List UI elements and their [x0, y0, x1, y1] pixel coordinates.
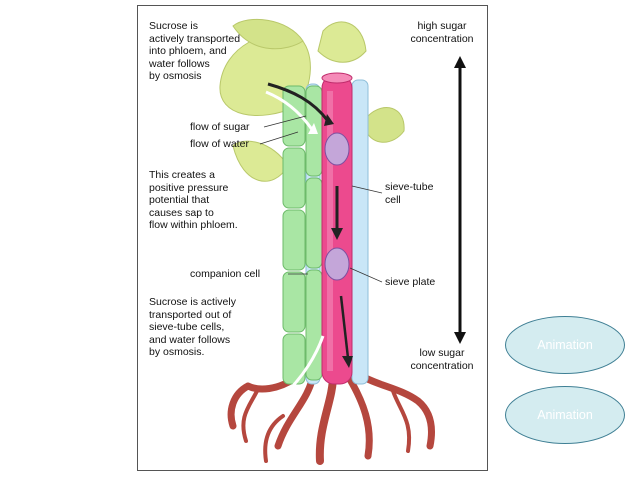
leader-lines [259, 115, 383, 283]
concentration-arrow [454, 56, 466, 344]
label-sucrose-in: Sucrose is actively transported into phl… [149, 20, 241, 82]
label-companion-cell: companion cell [190, 268, 261, 280]
roots [227, 370, 435, 465]
leaf [232, 18, 304, 50]
leaf [365, 107, 405, 143]
animation-button-2[interactable]: Animation [505, 386, 625, 444]
label-high-sugar: high sugar concentration [410, 20, 474, 45]
sieve-plates [324, 132, 350, 281]
companion-cells-left [282, 85, 306, 385]
label-sieve-plate: sieve plate [385, 276, 436, 288]
animation-button-label: Animation [537, 338, 593, 352]
animation-button-label: Animation [537, 408, 593, 422]
flow-arrows [265, 82, 353, 400]
phloem-illustration [219, 18, 466, 465]
label-flow-sugar: flow of sugar [190, 121, 250, 133]
label-flow-water: flow of water [190, 138, 249, 150]
label-sucrose-out: Sucrose is actively transported out of s… [149, 296, 236, 358]
animation-button-1[interactable]: Animation [505, 316, 625, 374]
label-pressure-potential: This creates a positive pressure potenti… [149, 169, 238, 231]
phloem-transport-figure: Sucrose is actively transported into phl… [137, 5, 488, 471]
leaf [317, 21, 367, 63]
label-low-sugar: low sugar concentration [410, 347, 474, 372]
label-sieve-tube-cell: sieve-tube cell [385, 181, 434, 206]
leaves [219, 18, 405, 182]
